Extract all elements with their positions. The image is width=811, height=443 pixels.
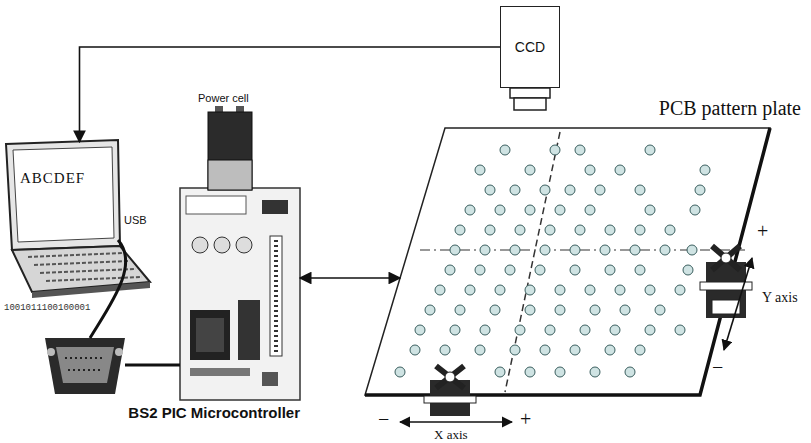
y-axis-arrow <box>724 258 752 350</box>
axis-label: Y axis <box>762 290 798 306</box>
camera-lens <box>510 88 550 110</box>
microcontroller-board <box>180 188 300 400</box>
node-title: CCD <box>515 39 545 55</box>
part-label: Power cell <box>198 92 249 104</box>
camera-box: CCD <box>500 6 560 88</box>
node-title: ABCDEF <box>20 170 85 187</box>
pattern-dots <box>395 145 710 377</box>
sign-label: − <box>712 356 723 379</box>
sign-label: + <box>520 408 531 431</box>
signal-arrow <box>300 277 400 279</box>
node-title: PCB pattern plate <box>659 97 801 120</box>
axis-label: X axis <box>434 428 468 441</box>
edge-label: USB <box>123 214 148 226</box>
usb-cable <box>90 240 180 365</box>
microcontroller-board: BS2 PIC Microcontroller <box>180 188 300 400</box>
pcb-plate: PCB pattern plate <box>400 95 805 400</box>
binary-stream: 1001011100100001 <box>4 303 90 313</box>
signal-arrow <box>80 47 501 142</box>
node-title: BS2 PIC Microcontroller <box>128 404 300 421</box>
x-servo <box>424 366 476 416</box>
laptop-screen: ABCDEF <box>8 142 118 246</box>
x-axis-arrow <box>400 421 512 423</box>
sign-label: − <box>378 408 389 431</box>
laptop <box>6 140 150 298</box>
serial-connector <box>45 338 125 394</box>
sign-label: + <box>757 220 768 243</box>
battery <box>208 106 252 190</box>
pcb-plate <box>365 128 770 395</box>
